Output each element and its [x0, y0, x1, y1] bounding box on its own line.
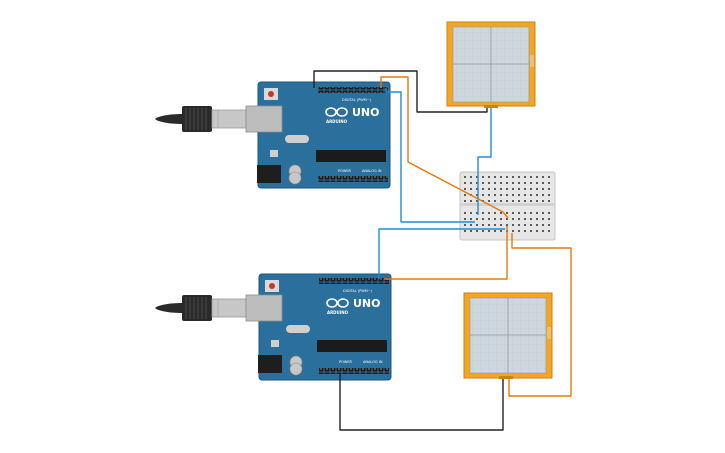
header-digital-label-1: DIGITAL (PWM~) — [342, 98, 372, 102]
wire-black-2[interactable] — [339, 374, 504, 431]
atmega-chip-2 — [317, 340, 387, 352]
arduino-logo-2 — [326, 298, 349, 308]
touch-panel-2[interactable] — [463, 292, 553, 379]
touch-panel-1-pins[interactable] — [484, 105, 498, 108]
power-jack-1 — [257, 165, 281, 183]
usb-cable-2[interactable] — [155, 295, 247, 321]
arduino-uno-2[interactable]: UNO ARDUINO DIGITAL (PWM~) POWER ANALOG … — [245, 273, 392, 381]
atmega-chip-1 — [316, 150, 386, 162]
wire-orange-1[interactable] — [380, 76, 509, 219]
usb-cable-1[interactable] — [155, 106, 247, 132]
power-jack-2 — [258, 355, 282, 373]
touch-panel-1[interactable] — [446, 21, 536, 108]
board-brand-1: UNO — [352, 106, 380, 119]
header-digital-label-2: DIGITAL (PWM~) — [343, 289, 373, 293]
wire-black-1[interactable] — [313, 70, 488, 113]
board-brand-2: UNO — [353, 297, 381, 310]
touch-panel-2-pins[interactable] — [499, 376, 513, 379]
digital-header-1[interactable] — [318, 87, 388, 93]
usb-port-1 — [245, 105, 283, 133]
wire-orange-3[interactable] — [508, 233, 572, 397]
wire-blue-2[interactable] — [385, 88, 475, 223]
power-analog-header-1[interactable] — [318, 176, 388, 182]
wire-orange-2[interactable] — [384, 226, 508, 280]
digital-header-2[interactable] — [319, 278, 389, 284]
arduino-uno-1[interactable]: UNO ARDUINO DIGITAL (PWM~) POWER ANALOG … — [245, 81, 391, 189]
header-analog-label-1: ANALOG IN — [362, 169, 382, 173]
arduino-logo-1 — [325, 107, 348, 117]
wire-blue-1[interactable] — [477, 108, 492, 215]
power-analog-header-2[interactable] — [319, 368, 389, 374]
wire-blue-3[interactable] — [378, 228, 505, 279]
header-analog-label-2: ANALOG IN — [363, 360, 383, 364]
header-power-label-1: POWER — [338, 169, 352, 173]
header-power-label-2: POWER — [339, 360, 353, 364]
board-logo-text-2: ARDUINO — [327, 310, 349, 315]
board-logo-text-1: ARDUINO — [326, 119, 348, 124]
usb-port-2 — [245, 294, 283, 322]
